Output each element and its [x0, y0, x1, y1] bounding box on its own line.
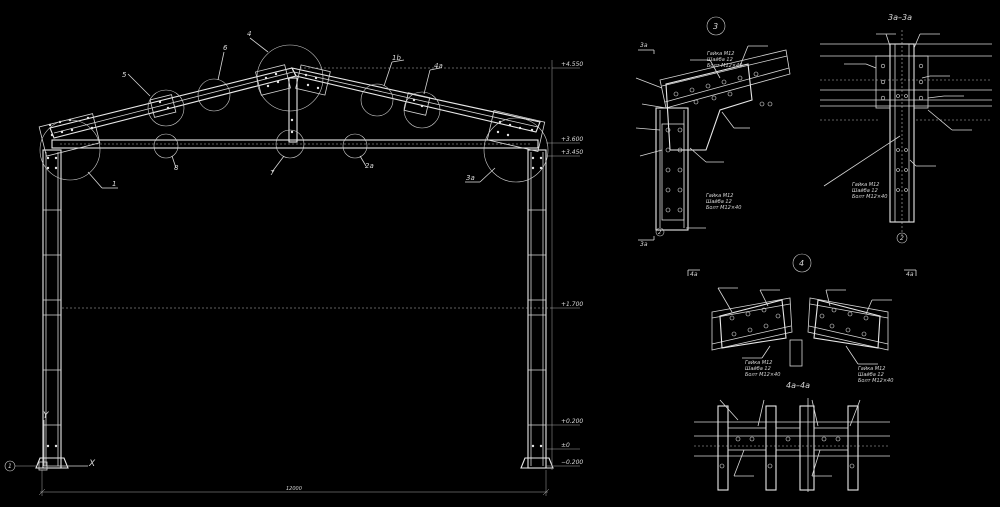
bottom-chord	[51, 139, 539, 149]
svg-text:2: 2	[658, 230, 661, 236]
elevation-mark: +3.450	[561, 149, 583, 156]
callout-circle-5	[147, 89, 185, 127]
ucs-x-label: X	[88, 459, 96, 469]
callout-circle-8	[153, 133, 179, 159]
elevation-mark: +1.700	[561, 301, 583, 308]
svg-text:Гайка М12: Гайка М12	[852, 182, 879, 188]
callout-label: 2a	[365, 162, 374, 170]
callout-circle-1b	[360, 83, 394, 117]
svg-text:Гайка М12: Гайка М12	[706, 193, 733, 199]
detail-4: 4 4a 4a Гайка М12	[687, 253, 917, 384]
right-base-plate	[520, 457, 554, 469]
elevation-mark: +3.600	[561, 136, 583, 143]
svg-text:4a: 4a	[906, 271, 914, 278]
callout-circle-7	[275, 129, 305, 159]
level-lines: +4.550 +3.600 +3.450 +1.700 +0.200 ±0 −0…	[62, 60, 583, 470]
section-3a: 3a–3a	[820, 13, 992, 244]
callout-circle-4	[256, 44, 324, 112]
callout-label: 8	[174, 164, 179, 172]
detail-4-number-circle	[792, 253, 812, 273]
detail-3-number-circle	[706, 16, 726, 36]
svg-text:Шайба 12: Шайба 12	[852, 188, 878, 194]
detail-4-number: 4	[799, 259, 804, 268]
svg-text:Болт М12×40: Болт М12×40	[707, 63, 742, 69]
svg-text:Гайка М12: Гайка М12	[858, 366, 885, 372]
ucs-icon: Y X	[38, 411, 96, 471]
right-rafter	[290, 67, 541, 133]
callout-circle-4a	[403, 91, 441, 129]
svg-text:Болт М12×40: Болт М12×40	[745, 372, 780, 378]
detail-3: 3 3a 3a	[635, 16, 791, 248]
detail-3-number: 3	[713, 22, 718, 31]
elevation-mark: +4.550	[561, 61, 583, 68]
king-post	[288, 77, 298, 143]
callout-label: 7	[270, 169, 275, 177]
callout-circle-3	[483, 117, 549, 183]
left-base-plate	[35, 457, 69, 469]
callout-label: 3a	[466, 174, 475, 182]
section-3a-title: 3a–3a	[888, 13, 912, 22]
svg-text:Болт М12×40: Болт М12×40	[852, 194, 887, 200]
callout-label: 1	[112, 180, 116, 188]
grid-bubble-1: 1	[4, 460, 36, 472]
callout-label: 6	[223, 44, 228, 52]
section-4a: 4a–4a	[694, 381, 890, 492]
svg-text:Шайба 12: Шайба 12	[706, 199, 732, 205]
overall-dimension: 12000	[38, 470, 550, 496]
callout-label: 1b	[392, 54, 401, 62]
svg-text:3a: 3a	[640, 42, 648, 49]
svg-text:Гайка М12: Гайка М12	[707, 51, 734, 57]
dimension-text: 12000	[286, 486, 302, 492]
svg-text:Болт М12×40: Болт М12×40	[858, 378, 893, 384]
section-4a-title: 4a–4a	[786, 381, 810, 390]
callout-label: 4	[247, 30, 251, 38]
svg-text:Шайба 12: Шайба 12	[745, 366, 771, 372]
svg-text:Гайка М12: Гайка М12	[745, 360, 772, 366]
elevation-mark: −0.200	[561, 459, 583, 466]
callout-label: 5	[122, 71, 127, 79]
ucs-y-label: Y	[43, 411, 50, 421]
portal-frame: 5 6 4 1b 4a 3a 1 8 7 2a	[35, 30, 554, 469]
svg-text:1: 1	[8, 463, 12, 470]
elevation-mark: ±0	[561, 442, 570, 449]
svg-text:4a: 4a	[690, 271, 698, 278]
callout-circle-2a	[342, 133, 368, 159]
callout-circle-1	[39, 119, 101, 181]
svg-text:Шайба 12: Шайба 12	[707, 57, 733, 63]
svg-text:Болт М12×40: Болт М12×40	[706, 205, 741, 211]
svg-text:Шайба 12: Шайба 12	[858, 372, 884, 378]
callout-label: 4a	[434, 62, 443, 70]
elevation-mark: +0.200	[561, 418, 583, 425]
svg-text:3a: 3a	[640, 241, 648, 248]
callout-circle-6	[197, 78, 231, 112]
svg-text:2: 2	[900, 235, 904, 242]
right-knee-plate	[486, 110, 546, 152]
